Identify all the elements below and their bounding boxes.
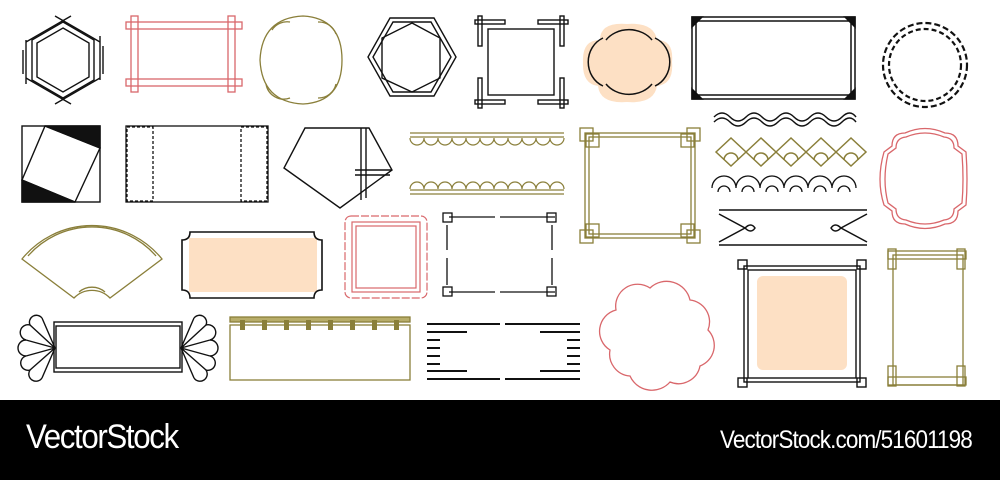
scallop-border-bottom xyxy=(409,181,565,195)
rectangle-crossed-bars-frame xyxy=(125,15,243,93)
square-rotated-insert-frame xyxy=(21,125,101,203)
scallop-border-top xyxy=(409,132,565,146)
quatrefoil-filled-frame xyxy=(582,23,673,103)
square-double-olive-frame xyxy=(579,127,701,244)
striped-bracket-frame xyxy=(427,323,580,380)
brand-logo: VectorStock xyxy=(26,418,179,456)
frames-illustration xyxy=(17,15,969,391)
noren-curtain-frame xyxy=(229,316,411,381)
fan-frame xyxy=(21,224,163,299)
tall-olive-frame xyxy=(887,248,967,387)
ribbon-loops xyxy=(718,209,868,246)
image-reference: VectorStock.com/51601198 xyxy=(720,426,973,454)
notched-rectangle-filled-frame xyxy=(181,231,323,299)
arc-wave-border xyxy=(711,175,857,193)
diamond-seigaiha-border xyxy=(714,136,868,168)
hexagon-bamboo-frame xyxy=(367,17,457,97)
square-corner-brackets-frame xyxy=(474,15,569,109)
rectangle-seigaiha-sides-frame xyxy=(125,125,269,203)
lobed-cloud-red-frame xyxy=(598,280,715,391)
rounded-square-petals-frame xyxy=(259,15,343,105)
ornate-square-filled-frame xyxy=(737,259,867,388)
watermark-footer: VectorStock VectorStock.com/51601198 xyxy=(0,400,1000,480)
wave-border xyxy=(713,112,857,127)
fan-end-scroll-frame xyxy=(17,314,219,382)
folded-pentagon-frame xyxy=(283,127,393,209)
scalloped-square-frame xyxy=(344,215,428,299)
hexagon-lines-frame xyxy=(22,15,104,105)
fret-corner-rectangle-frame xyxy=(442,212,557,297)
rectangle-black-corners-frame xyxy=(691,16,856,100)
wavy-circle-frame xyxy=(881,21,969,109)
cloud-medallion-red-frame xyxy=(879,127,968,230)
